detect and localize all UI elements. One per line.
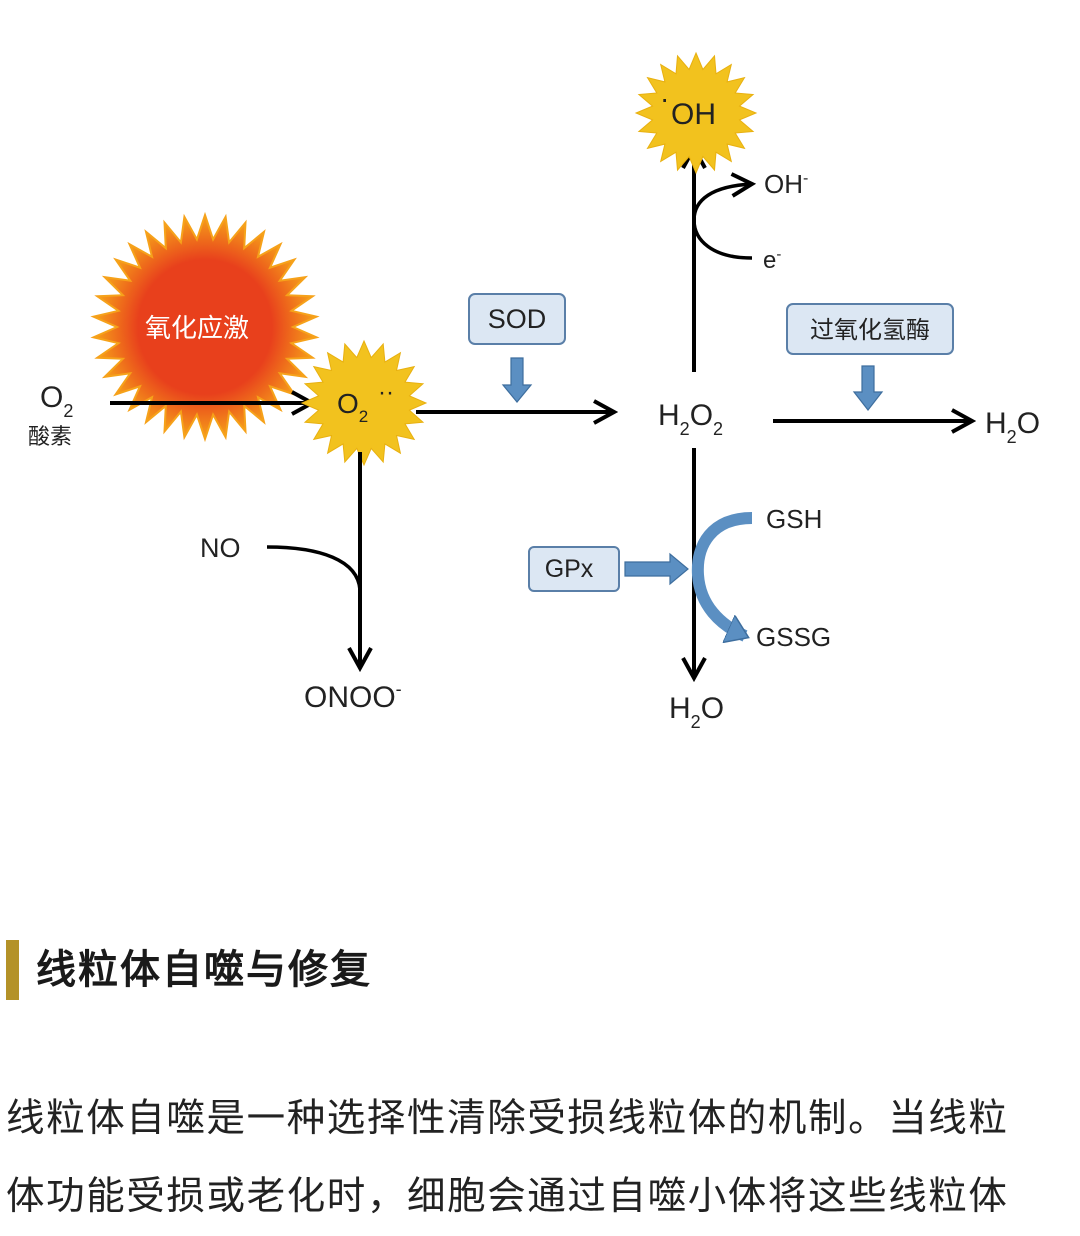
- superoxide-burst: O2 ··: [300, 339, 428, 467]
- peroxynitrite-label: ONOO-: [304, 679, 402, 714]
- water-right-label: H2O: [985, 407, 1040, 447]
- catalase-arrow: [852, 365, 884, 411]
- gsh-label: GSH: [766, 504, 822, 534]
- oxygen-caption: 酸素: [28, 425, 72, 450]
- glutathione-curve: [691, 512, 753, 636]
- sod-arrow: [501, 357, 533, 403]
- gssg-label: GSSG: [756, 622, 831, 652]
- catalase-enzyme: 过氧化氢酶: [786, 303, 954, 411]
- oxidative-stress-label: 氧化应激: [145, 314, 249, 344]
- oxygen-label: O2: [40, 381, 73, 421]
- superoxide-label: O2: [337, 388, 368, 426]
- hydroxide-label: OH-: [764, 169, 808, 199]
- no-curve: [266, 545, 362, 591]
- gpx-enzyme: GPx: [528, 546, 689, 592]
- superoxide-dots: ··: [378, 379, 394, 406]
- h2o2-label: H2O2: [658, 399, 723, 439]
- no-label: NO: [200, 533, 241, 563]
- paragraph-line-2: 体功能受损或老化时，细胞会通过自噬小体将这些线粒体: [6, 1174, 1009, 1219]
- section-heading: 线粒体自噬与修复: [36, 947, 372, 993]
- section-accent-bar: [6, 940, 19, 1000]
- catalase-label: 过氧化氢酶: [810, 316, 930, 344]
- hydroxyl-radical-dot: ·: [660, 83, 669, 114]
- sod-label: SOD: [488, 304, 547, 334]
- electron-curve: [692, 184, 752, 260]
- gpx-arrow: [624, 552, 689, 586]
- electron-label: e-: [763, 246, 781, 274]
- hydroxyl-radical-burst: · OH: [634, 51, 758, 175]
- water-bottom-label: H2O: [669, 692, 724, 732]
- body-paragraph: 线粒体自噬是一种选择性清除受损线粒体的机制。当线粒 体功能受损或老化时，细胞会通…: [6, 1080, 1078, 1236]
- paragraph-line-1: 线粒体自噬是一种选择性清除受损线粒体的机制。当线粒: [6, 1096, 1009, 1141]
- ros-pathway-diagram: 氧化应激 O2 酸素 O2 ·· SOD NO ONOO- H2O2 H2O: [28, 51, 1040, 732]
- hydroxyl-radical-label: OH: [671, 98, 716, 131]
- gpx-label: GPx: [545, 555, 594, 583]
- sod-enzyme: SOD: [468, 293, 566, 403]
- oxidative-stress-burst: 氧化应激: [90, 211, 320, 443]
